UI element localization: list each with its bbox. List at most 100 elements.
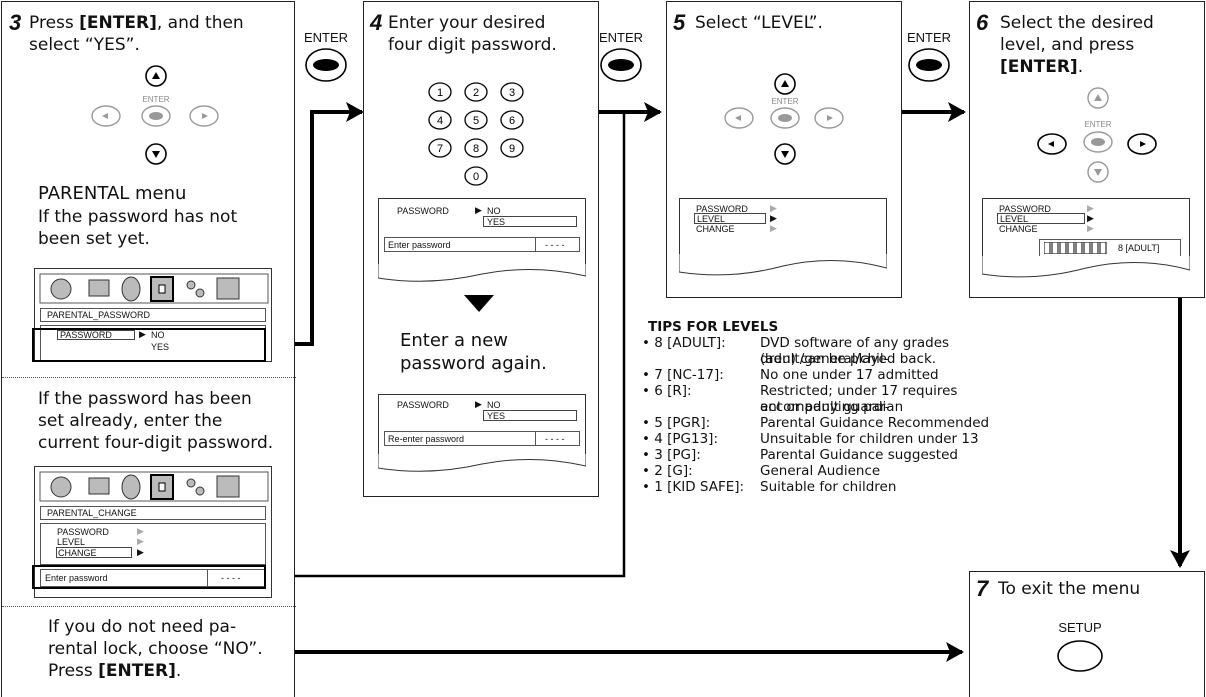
level-slider[interactable]: 8 [ADULT] [1039,239,1181,257]
level-value-screen: PASSWORD ▶ LEVEL ▶ CHANGE ▶ 8 [ADULT] [982,198,1190,260]
tip-value-cont: dren) can be played back. [760,351,937,367]
step5-instruction: Select “LEVEL”. [695,13,823,33]
password-entry-screen: PASSWORD ▶ NO YES Enter password - - - - [378,198,586,268]
change-option-area: PASSWORD ▶ LEVEL ▶ CHANGE ▶ [40,523,266,565]
tip-key: • 3 [PG]: [642,447,701,463]
tip-key: • 6 [R]: [642,383,692,399]
tip-value: Unsuitable for children under 13 [760,431,979,447]
parental-change-screen: PARENTAL_CHANGE PASSWORD ▶ LEVEL ▶ CHANG… [34,466,272,598]
yes-highlight[interactable]: YES [483,216,577,227]
arrow-icon: ▶ [139,329,146,339]
tip-row: • 4 [PG13]:Unsuitable for children under… [642,431,979,447]
parental-menu-title: PARENTAL menu [38,183,187,204]
enter-password-focus-frame [32,565,266,589]
step3-instruction-2: select “YES”. [29,35,140,55]
step6-instruction-3: [ENTER]. [1000,57,1084,77]
level-bar-icon [1044,242,1107,254]
enter-step-2: ENTER [595,30,647,91]
level-segment [1075,242,1083,254]
key-label: 1 [437,87,443,99]
down-triangle-icon [464,295,494,312]
again-text-2: password again. [400,353,547,374]
step3-instruction: Press [ENTER], and then [29,13,244,33]
level-segment [1051,242,1059,254]
svg-text:ENTER: ENTER [771,97,798,106]
enter-button-icon [305,48,347,82]
step7-number: 7 [976,576,989,601]
nolock-text-3: Press [ENTER]. [48,661,182,681]
key-label: 7 [437,143,443,155]
reenter-password-bar[interactable]: Re-enter password - - - - [384,431,580,446]
tip-value: DVD software of any grades (adult/genera… [760,335,950,367]
key-label: 4 [437,115,443,127]
level-segment [1044,242,1051,254]
tip-value: No one under 17 admitted [760,367,939,383]
step4-number: 4 [370,10,383,35]
step5-number: 5 [673,10,686,35]
step7-panel: 7 To exit the menu SETUP [969,571,1205,697]
tip-value-cont: ent or adult guardian [760,399,904,415]
wavy-edge [378,264,586,282]
menu-icon-bar [39,273,269,304]
yes-highlight-2[interactable]: YES [483,410,577,421]
level-segment [1083,242,1091,254]
password-focus-frame [32,328,266,362]
key-3-icon [500,82,524,102]
tip-value: Parental Guidance Recommended [760,415,990,431]
key-6-icon [500,110,524,130]
tip-value: General Audience [760,463,881,479]
tip-row: • 3 [PG]: Parental Guidance suggested [642,447,958,463]
step3-number: 3 [9,10,22,35]
change-highlight[interactable]: CHANGE [56,547,132,558]
key-8-icon [464,138,488,158]
dpad-enter-label: ENTER [142,95,169,104]
tip-row: • 7 [NC-17]:No one under 17 admitted [642,367,958,383]
setup-button-icon[interactable] [1054,638,1106,678]
step3-panel: 3 Press [ENTER], and then select “YES”. … [1,1,296,697]
tip-row: • 2 [G]:General Audience [642,463,958,479]
key-label: 9 [509,143,515,155]
step4-panel: 4 Enter your desired four digit password… [363,1,599,497]
divider-1 [2,377,296,378]
tip-value: Suitable for children [760,479,897,495]
tip-key: • 8 [ADULT]: [642,335,726,351]
tip-row: • 1 [KID SAFE]:Suitable for children [642,479,958,495]
key-9-icon [500,138,524,158]
level-select-screen: PASSWORD ▶ LEVEL ▶ CHANGE ▶ [679,198,887,258]
level-highlight-2[interactable]: LEVEL [997,213,1085,224]
tips-for-levels: TIPS FOR LEVELS • 8 [ADULT]:DVD software… [642,319,989,495]
step4-instruction: Enter your desired [388,13,546,33]
key-4-icon [428,110,452,130]
wavy-edge-3 [679,254,887,276]
tip-value: Parental Guidance suggested [760,447,958,463]
parental-password-screen: PARENTAL_PASSWORD PASSWORD ▶ NO YES [34,268,272,362]
tip-row: • 5 [PGR]:Parental Guidance Recommended [642,415,989,431]
menu-icon-bar-2 [39,471,269,502]
reenter-screen: PASSWORD ▶ NO YES Re-enter password - - … [378,394,586,458]
key-label: 3 [509,87,515,99]
password-highlight[interactable]: PASSWORD [57,330,135,340]
key-label: 2 [473,87,479,99]
step4-instruction-2: four digit password. [388,35,557,55]
set-text-2: set already, enter the [38,411,223,431]
option-yes[interactable]: YES [151,342,170,352]
key-label: 8 [473,143,479,155]
parental-password-header: PARENTAL_PASSWORD [40,308,266,322]
key-label: 6 [509,115,515,127]
nolock-text-2: rental lock, choose “NO”. [48,639,263,659]
level-segment [1099,242,1107,254]
set-text-1: If the password has been [38,389,252,409]
key-label: 0 [473,171,479,183]
step7-instruction: To exit the menu [998,579,1141,599]
step5-panel: 5 Select “LEVEL”. ENTER PASSWORD ▶ LEVEL… [666,1,902,298]
divider-2 [2,606,296,607]
set-text-3: current four-digit password. [38,433,274,453]
remote-dpad-2: ENTER [724,73,844,165]
wavy-edge-4 [982,256,1190,278]
level-highlight[interactable]: LEVEL [694,213,766,224]
enter-password-bar-2[interactable]: Enter password - - - - [384,237,580,252]
level-segment [1067,242,1075,254]
enter-button-icon [600,48,642,82]
option-no[interactable]: NO [151,330,165,340]
level-segment [1059,242,1067,254]
